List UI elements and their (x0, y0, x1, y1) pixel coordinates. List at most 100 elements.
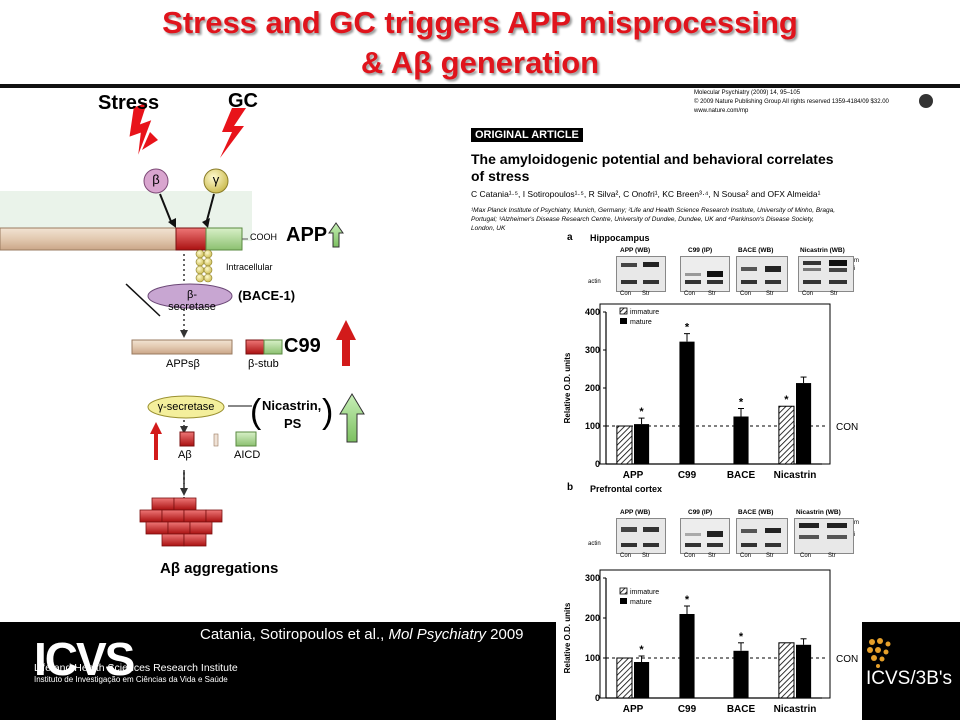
blot-a-lane-str-1: Str (642, 291, 650, 297)
abeta-aggregation-icon (139, 497, 223, 547)
blot-a-label-c99: C99 (IP) (688, 247, 713, 254)
gamma-secretase-label: γ-secretase (157, 401, 215, 413)
blot-a-bace (736, 256, 788, 292)
bar-immature-nicastrin (778, 642, 795, 699)
y-tick-label: 300 (585, 345, 600, 355)
beta-secretase-pointer (125, 283, 161, 317)
blot-b-lane-str-1: Str (642, 553, 650, 559)
beta-arrow (159, 193, 173, 225)
stress-label: Stress (98, 92, 160, 114)
blot-a-label-app: APP (WB) (620, 247, 651, 254)
blot-b-lane-str-4: Str (828, 553, 836, 559)
appsb-fragment (131, 339, 233, 355)
app-intracellular-domain (205, 227, 243, 251)
app-abeta-domain (175, 227, 207, 251)
beta-receptor-label: β (152, 172, 160, 187)
x-tick-label: Nicastrin (774, 470, 817, 480)
legend-swatch-immature (619, 307, 628, 315)
significance-star: * (639, 644, 644, 656)
blot-b-nicastrin (794, 518, 854, 554)
paper-journal-line: Molecular Psychiatry (2009) 14, 95–105 (694, 90, 801, 96)
bar-mature-app (634, 662, 650, 698)
blot-a-app (616, 256, 666, 292)
c99-increase-arrow-icon (336, 320, 356, 366)
y-tick-label: 100 (585, 653, 600, 663)
blot-a-lane-str-2: Str (708, 291, 716, 297)
bar-mature-nicastrin (796, 644, 812, 698)
bar-immature-app (616, 657, 633, 699)
legend-label-mature: mature (630, 319, 652, 326)
blot-a-lane-con-3: Con (740, 291, 752, 297)
npg-logo-icon (919, 94, 933, 108)
slide-title-line1: Stress and GC triggers APP misprocessing (162, 5, 798, 40)
x-tick-label: APP (623, 470, 644, 480)
bar-immature-nicastrin (778, 405, 795, 465)
bar-mature-bace (733, 416, 749, 464)
bar-mature-nicastrin (796, 383, 812, 464)
blot-a-nicastrin (798, 256, 854, 292)
bar-immature-app (616, 425, 633, 465)
blot-b-lane-con-4: Con (800, 553, 812, 559)
blot-a-lane-con-4: Con (802, 291, 814, 297)
x-tick-label: APP (623, 704, 644, 715)
paper-affiliation-2: Portugal; ³Alzheimer's Disease Research … (471, 216, 814, 223)
bace-label: (BACE-1) (238, 288, 296, 303)
app-label: APP (286, 224, 328, 246)
blot-b-label-app: APP (WB) (620, 509, 651, 516)
blot-a-lane-str-3: Str (766, 291, 774, 297)
gamma-secretase-enzyme (147, 395, 225, 419)
beta-stub-abeta (245, 339, 265, 355)
citation: Catania, Sotiropoulos et al., Mol Psychi… (200, 626, 524, 643)
icvs-logo: ICVS (34, 633, 135, 685)
panel-b-letter: b (567, 482, 574, 493)
significance-star: * (739, 631, 744, 643)
legend-swatch-mature (620, 318, 627, 324)
beta-secretase-enzyme (147, 283, 233, 309)
icvs-3bs-logo: ICVS/3B's (866, 668, 952, 689)
significance-star: * (685, 322, 690, 334)
p3-fragment (213, 433, 219, 447)
blot-a-label-nicastrin: Nicastrin (WB) (800, 247, 845, 254)
legend-swatch-immature (619, 587, 628, 595)
x-tick-label: Nicastrin (774, 704, 817, 715)
legend-label-mature: mature (630, 599, 652, 606)
blot-a-lane-str-4: Str (830, 291, 838, 297)
aggregations-label: Aβ aggregations (160, 560, 279, 577)
bar-mature-bace (733, 650, 749, 698)
blot-b-band-i: i (854, 532, 856, 538)
y-tick-label: 0 (595, 693, 600, 703)
y-tick-label: 100 (585, 421, 600, 431)
nicastrin-increase-arrow-icon (339, 393, 365, 443)
blot-b-bace (736, 518, 788, 554)
title-divider (0, 84, 960, 88)
aicd-fragment (235, 431, 257, 447)
legend-label-immature: immature (630, 589, 659, 596)
blot-a-actin-label: actin (588, 279, 601, 285)
blot-b-actin-label: actin (588, 541, 601, 547)
x-tick-label: BACE (727, 470, 756, 480)
blot-b-label-c99: C99 (IP) (688, 509, 713, 516)
paper-title-line1: The amyloidogenic potential and behavior… (471, 151, 834, 167)
beta-secretase-label: β-secretase (168, 289, 216, 313)
beta-stub-label: β-stub (248, 358, 279, 370)
y-axis-label: Relative O.D. units (563, 352, 572, 423)
significance-star: * (639, 406, 644, 418)
legend-swatch-mature (620, 598, 627, 604)
blot-a-band-m: m (854, 258, 859, 264)
significance-star: * (784, 394, 789, 406)
y-tick-label: 200 (585, 383, 600, 393)
slide-title-line2: & Aβ generation (360, 45, 600, 80)
significance-star: * (685, 594, 690, 606)
paper-copyright: © 2009 Nature Publishing Group All right… (694, 99, 889, 105)
abeta-fragment (179, 431, 195, 447)
ps-label: PS (284, 416, 302, 431)
paper-title-line2: of stress (471, 168, 530, 184)
bracket-close: ) (322, 393, 334, 431)
paper-authors: C Catania¹·⁵, I Sotiropoulos¹·⁵, R Silva… (471, 189, 821, 199)
citation-year: 2009 (485, 626, 524, 643)
blot-b-band-m: m (854, 520, 859, 526)
bar-mature-c99 (679, 614, 695, 698)
blot-b-lane-con-2: Con (684, 553, 696, 559)
blot-b-lane-str-2: Str (708, 553, 716, 559)
blot-b-app (616, 518, 666, 554)
